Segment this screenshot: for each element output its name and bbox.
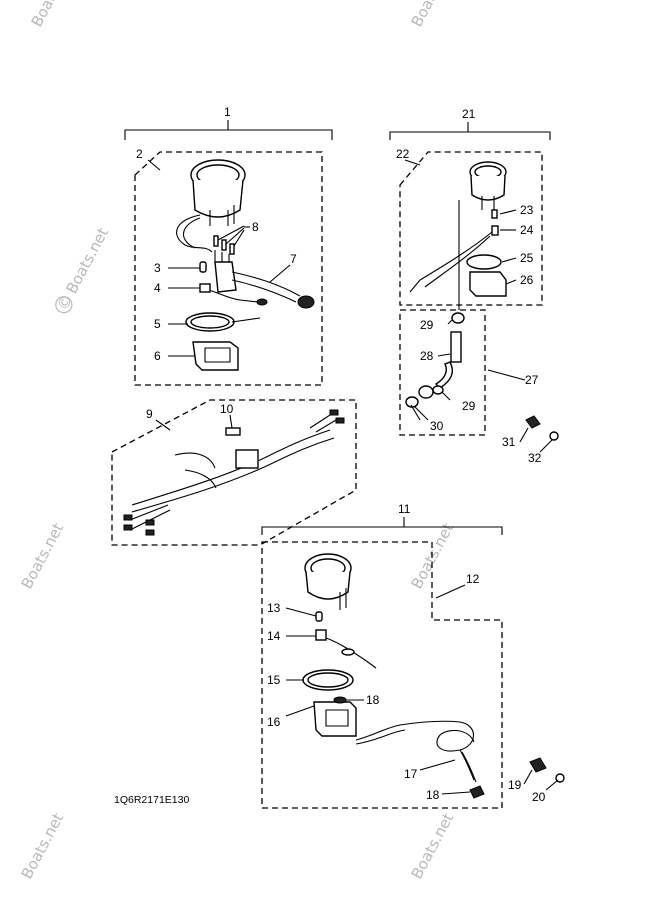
callout-10: 10	[220, 402, 234, 416]
group-27	[399, 309, 559, 441]
callout-2: 2	[136, 147, 143, 161]
watermark-mid-left: Boats.net	[18, 520, 68, 592]
callout-19: 19	[508, 778, 522, 792]
callout-28: 28	[420, 349, 434, 363]
callout-23: 23	[520, 203, 534, 217]
callout-29b: 29	[462, 399, 476, 413]
watermark-text: Boats.net	[28, 0, 78, 30]
callout-26: 26	[520, 273, 534, 287]
callout-15: 15	[267, 673, 281, 687]
callout-3: 3	[154, 261, 161, 275]
callout-11: 11	[398, 502, 411, 516]
callout-8: 8	[252, 220, 259, 234]
watermark-text: Boats.net	[18, 520, 68, 592]
callout-18a: 18	[366, 693, 380, 707]
callout-18b: 18	[426, 788, 440, 802]
watermark-bottom-right: Boats.net	[408, 810, 458, 882]
callout-5: 5	[154, 317, 161, 331]
callout-12: 12	[466, 572, 480, 586]
callout-30: 30	[430, 419, 444, 433]
watermark-bottom-left: Boats.net	[18, 810, 68, 882]
watermark-left: © Boats.net	[54, 225, 113, 314]
watermark-symbol: ©	[54, 292, 77, 314]
watermark-top-left: Boats.net	[28, 0, 78, 30]
callout-17: 17	[404, 767, 418, 781]
callout-16: 16	[267, 715, 281, 729]
callout-20: 20	[532, 790, 546, 804]
callout-27: 27	[525, 373, 539, 387]
callout-25: 25	[520, 251, 534, 265]
callout-1: 1	[224, 105, 231, 119]
callout-labels: 1 2 3 4 5 6 7 8 9 10 11 12 13 14 15 16 1…	[136, 105, 546, 804]
diagram-code: 1Q6R2171E130	[114, 794, 189, 806]
group-11	[261, 517, 565, 809]
watermark-top-right: Boats.net	[408, 0, 458, 30]
leader-lines	[147, 159, 559, 795]
callout-7: 7	[290, 252, 297, 266]
watermark-text: Boats.net	[62, 225, 112, 297]
callout-24: 24	[520, 223, 534, 237]
callout-6: 6	[154, 349, 161, 363]
callout-4: 4	[154, 281, 161, 295]
callout-21: 21	[462, 107, 476, 121]
gauge-1	[190, 159, 246, 226]
group-9	[111, 399, 357, 546]
callout-9: 9	[146, 407, 153, 421]
group-21	[389, 122, 551, 310]
callout-32: 32	[528, 451, 542, 465]
callout-31: 31	[502, 435, 516, 449]
group-1	[124, 120, 333, 386]
watermark-text: Boats.net	[408, 0, 458, 30]
callout-13: 13	[267, 601, 281, 615]
callout-29a: 29	[420, 318, 434, 332]
watermark-text: Boats.net	[408, 810, 458, 882]
callout-22: 22	[396, 147, 410, 161]
watermark-text: Boats.net	[18, 810, 68, 882]
callout-14: 14	[267, 629, 281, 643]
